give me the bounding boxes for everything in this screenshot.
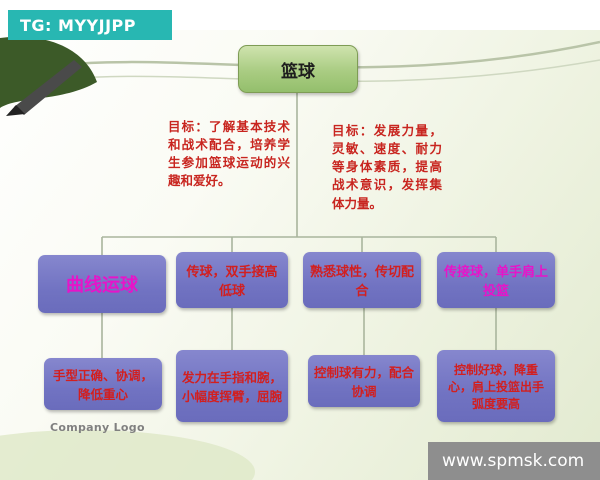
branch-detail-box-3: 控制球有力，配合协调 xyxy=(308,355,420,407)
pen-nib-icon xyxy=(6,105,25,116)
bottom-green-blob xyxy=(0,430,255,480)
green-leaf-shape xyxy=(0,36,97,108)
goal-text-left: 目标：了解基本技术和战术配合，培养学生参加篮球运动的兴趣和爱好。 xyxy=(168,119,290,189)
branch-title-label: 传球，双手接高低球 xyxy=(186,265,278,299)
root-node-basketball: 篮球 xyxy=(238,45,358,93)
branch-title-box-4: 传接球，单手肩上投篮 xyxy=(437,252,555,308)
company-logo-text: Company Logo xyxy=(50,421,145,434)
branch-detail-box-1: 手型正确、协调，降低重心 xyxy=(44,358,162,410)
branch-title-label: 曲线运球 xyxy=(66,275,138,296)
website-banner: www.spmsk.com xyxy=(428,442,600,480)
watermark-text: TG: MYYJJPP xyxy=(20,15,136,35)
branch-detail-box-4: 控制好球，降重心，肩上投篮出手弧度要高 xyxy=(437,350,555,422)
watermark-banner: TG: MYYJJPP xyxy=(8,10,172,40)
goal-text-right: 目标：发展力量，灵敏、速度、耐力等身体素质，提高战术意识，发挥集体力量。 xyxy=(332,123,442,211)
root-node-label: 篮球 xyxy=(281,61,315,82)
branch-detail-label: 手型正确、协调，降低重心 xyxy=(52,368,153,402)
branch-title-label: 熟悉球性，传切配合 xyxy=(309,265,414,299)
website-url: www.spmsk.com xyxy=(442,451,585,471)
branch-title-box-3: 熟悉球性，传切配合 xyxy=(303,252,421,308)
branch-title-box-2: 传球，双手接高低球 xyxy=(176,252,288,308)
branch-title-label: 传接球，单手肩上投篮 xyxy=(443,265,548,299)
pen-icon xyxy=(14,60,82,115)
branch-title-box-1: 曲线运球 xyxy=(38,255,166,313)
branch-detail-label: 控制球有力，配合协调 xyxy=(314,365,415,399)
branch-detail-label: 控制好球，降重心，肩上投篮出手弧度要高 xyxy=(447,362,544,411)
branch-detail-box-2: 发力在手指和腕，小幅度挥臂，屈腕 xyxy=(176,350,288,422)
branch-detail-label: 发力在手指和腕，小幅度挥臂，屈腕 xyxy=(182,370,283,404)
